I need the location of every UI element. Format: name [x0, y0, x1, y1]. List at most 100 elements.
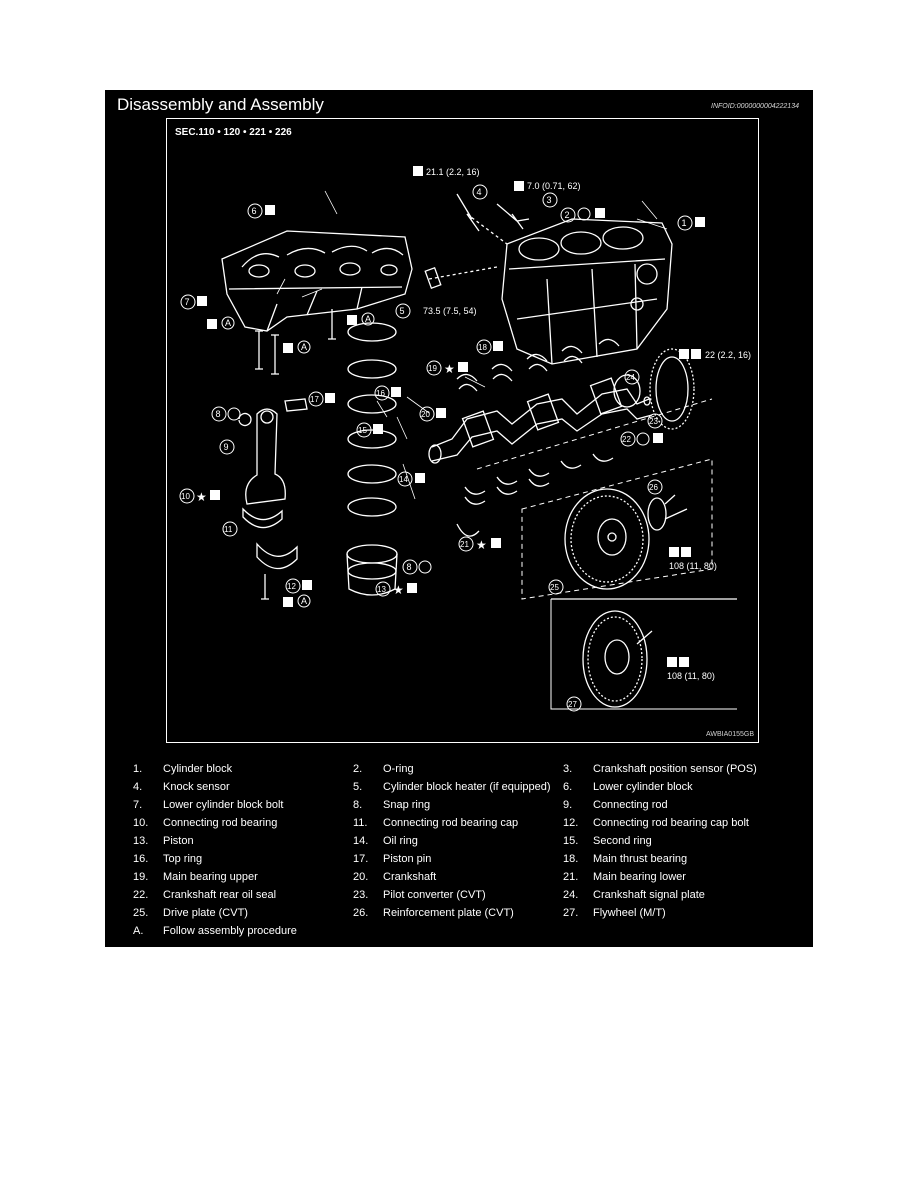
- legend-number: 11.: [353, 817, 368, 829]
- legend-number: 15.: [563, 835, 579, 847]
- legend-item: 10.Connecting rod bearing: [133, 815, 353, 831]
- legend-number: 24.: [563, 889, 579, 901]
- legend-item: 14.Oil ring: [353, 833, 563, 849]
- callout-17: 17: [310, 395, 319, 404]
- torque-callout-1: 21.1 (2.2, 16): [426, 167, 480, 177]
- drive-plate-shape: [564, 488, 650, 590]
- callout-13: 13: [377, 585, 386, 594]
- legend-item: 12.Connecting rod bearing cap bolt: [563, 815, 813, 831]
- callout-7: 7: [185, 297, 190, 307]
- legend-label: Piston pin: [383, 853, 432, 865]
- callout-25: 25: [550, 583, 559, 592]
- legend-item: 3. Crankshaft position sensor (POS): [563, 761, 813, 777]
- info-id: INFOID:0000000004222134: [711, 103, 799, 110]
- legend-number: 10.: [133, 817, 149, 829]
- legend-item: 19.Main bearing upper: [133, 869, 353, 885]
- legend-label: Top ring: [163, 853, 203, 865]
- legend-number: 2.: [353, 763, 363, 775]
- callout-23: 23: [649, 417, 658, 426]
- section-label: SEC.110 • 120 • 221 • 226: [175, 127, 292, 138]
- legend-number: 20.: [353, 871, 369, 883]
- callout-24: 24: [626, 373, 635, 382]
- legend-label: Cylinder block heater (if equipped): [383, 781, 551, 793]
- legend-number: 13.: [133, 835, 149, 847]
- star-mark: ★: [444, 362, 455, 376]
- legend-label: Crankshaft position sensor (POS): [593, 763, 757, 775]
- legend-label: Piston: [163, 835, 194, 847]
- legend-item: 2. O-ring: [353, 761, 563, 777]
- callout-26: 26: [649, 483, 658, 492]
- callout-9: 9: [224, 442, 229, 452]
- star-mark: ★: [196, 490, 207, 504]
- signal-plate-shape: [649, 348, 695, 430]
- legend-number: 14.: [353, 835, 369, 847]
- piston-shape: [346, 553, 398, 596]
- legend-item: 20. Crankshaft: [353, 869, 563, 885]
- legend-label: Lower cylinder block: [593, 781, 693, 793]
- exploded-diagram: 6 7 A A A 21.1 (2.2, 16) 4 7.0 (0.7: [166, 118, 759, 743]
- legend-number: 1.: [133, 763, 143, 775]
- legend-item: 18. Main thrust bearing: [563, 851, 813, 867]
- legend-item: 1.Cylinder block: [133, 761, 353, 777]
- legend-number: 18.: [563, 853, 579, 865]
- legend-label: Reinforcement plate (CVT): [383, 907, 514, 919]
- legend-item: 4.Knock sensor: [133, 779, 353, 795]
- legend-item: 21. Main bearing lower: [563, 869, 813, 885]
- callout-a-3: A: [365, 314, 371, 324]
- legend-label: Lower cylinder block bolt: [163, 799, 284, 811]
- legend-number: 26.: [353, 907, 369, 919]
- callout-10: 10: [181, 492, 190, 501]
- legend-label: Snap ring: [383, 799, 431, 811]
- callout-12: 12: [287, 582, 296, 591]
- legend-number: 6.: [563, 781, 573, 793]
- legend-label: Crankshaft signal plate: [593, 889, 705, 901]
- torque-callout-2: 7.0 (0.71, 62): [527, 181, 581, 191]
- callout-6: 6: [252, 206, 257, 216]
- callout-19: 19: [428, 364, 437, 373]
- legend-number: 7.: [133, 799, 143, 811]
- cylinder-block-shape: [501, 218, 673, 365]
- callout-20: 20: [421, 410, 430, 419]
- legend-number: 25.: [133, 907, 149, 919]
- legend-number: 3.: [563, 763, 573, 775]
- legend-item: 23.Pilot converter (CVT): [353, 887, 563, 903]
- flywheel-shape: [582, 610, 648, 708]
- legend-note-label: Follow assembly procedure: [163, 925, 297, 937]
- callout-a-2: A: [301, 342, 307, 352]
- legend-note: A.Follow assembly procedure: [133, 923, 813, 939]
- legend-number: 17.: [353, 853, 369, 865]
- legend-number: 12.: [563, 817, 579, 829]
- legend-item: 15.Second ring: [563, 833, 813, 849]
- torque-callout-5: 108 (11, 80): [669, 561, 717, 571]
- torque-callout-4: 22 (2.2, 16): [705, 350, 751, 360]
- lower-cylinder-block-shape: [221, 230, 413, 332]
- callout-14: 14: [399, 475, 408, 484]
- manual-panel: Disassembly and Assembly INFOID:00000000…: [105, 90, 813, 947]
- legend-label: Drive plate (CVT): [163, 907, 248, 919]
- legend-item: 7. Lower cylinder block bolt: [133, 797, 353, 813]
- legend-item: 13. Piston: [133, 833, 353, 849]
- connecting-rod-shape: [245, 408, 286, 505]
- legend-item: 25. Drive plate (CVT): [133, 905, 353, 921]
- callout-8b: 8: [407, 562, 412, 572]
- legend-label: Crankshaft rear oil seal: [163, 889, 277, 901]
- page-title: Disassembly and Assembly: [117, 95, 324, 114]
- legend-item: 26. Reinforcement plate (CVT): [353, 905, 563, 921]
- legend-number: 8.: [353, 799, 363, 811]
- callout-a-4: A: [301, 596, 307, 606]
- legend-number: 21.: [563, 871, 579, 883]
- legend-label: Flywheel (M/T): [593, 907, 666, 919]
- star-mark: ★: [476, 538, 487, 552]
- legend-label: O-ring: [383, 763, 414, 775]
- callout-5: 5: [400, 306, 405, 316]
- legend-label: Main thrust bearing: [593, 853, 688, 865]
- legend-item: 11.Connecting rod bearing cap: [353, 815, 563, 831]
- torque-callout-3: 73.5 (7.5, 54): [423, 306, 477, 316]
- callout-27: 27: [568, 700, 577, 709]
- legend-item: 8. Snap ring: [353, 797, 563, 813]
- callout-16: 16: [376, 389, 385, 398]
- callout-11a: 11: [224, 525, 233, 534]
- legend-label: Main bearing lower: [593, 871, 686, 883]
- legend-item: 17. Piston pin: [353, 851, 563, 867]
- legend-label: Crankshaft: [383, 871, 437, 883]
